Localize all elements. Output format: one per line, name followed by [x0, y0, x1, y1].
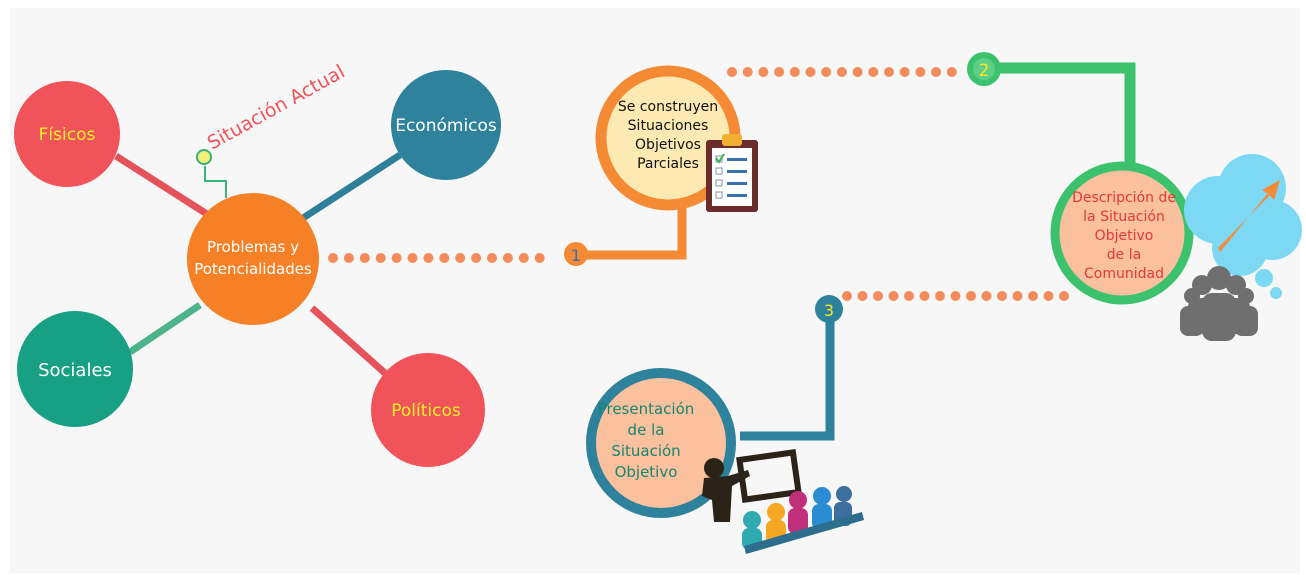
step2-number: 2 [979, 61, 990, 81]
path-dot [935, 291, 945, 301]
path-dot [842, 291, 852, 301]
path-dot [789, 67, 800, 77]
connector-economicos [298, 152, 402, 223]
node-sociales [17, 311, 133, 427]
path-dot [343, 253, 354, 263]
path-dot [868, 67, 879, 77]
path-dot [888, 291, 899, 301]
step2-connector [986, 62, 1136, 190]
title-tag-text: Situación Actual [204, 61, 349, 155]
path-dot [997, 291, 1007, 301]
dotted-path-step1-to-step2 [727, 67, 957, 77]
path-dot [836, 67, 847, 77]
path-dot [391, 253, 402, 263]
step1-connector [578, 205, 687, 260]
path-dot [946, 67, 957, 77]
path-dot [742, 67, 753, 77]
path-dot [931, 67, 942, 77]
path-dot [407, 253, 418, 263]
path-dot [518, 253, 529, 263]
path-dot [328, 253, 338, 263]
path-dot [534, 253, 545, 263]
checklist-clipboard-icon [706, 134, 758, 212]
path-dot [727, 67, 737, 77]
path-dot [487, 253, 497, 263]
title-tag-connector [204, 166, 227, 198]
connector-sociales [128, 302, 202, 355]
path-dot [423, 253, 434, 263]
node-economicos [391, 70, 501, 180]
path-dot [758, 67, 769, 77]
step2-marker-inner [973, 58, 995, 80]
path-dot [471, 253, 482, 263]
path-dot [884, 67, 894, 77]
path-dot [919, 291, 930, 301]
node-economicos-label: Económicos [395, 116, 497, 136]
step1-number: 1 [571, 246, 581, 265]
path-dot [359, 253, 370, 263]
step3-marker [815, 295, 843, 323]
step2-node [1050, 161, 1194, 305]
people-group-icon [1180, 266, 1258, 341]
path-dot [1043, 291, 1054, 301]
path-dot [774, 67, 785, 77]
path-dot [981, 291, 992, 301]
dotted-path-step3-to-descripcion [842, 291, 1069, 301]
path-dot [821, 67, 832, 77]
node-sociales-label: Sociales [38, 360, 112, 381]
node-fisicos-label: Físicos [39, 125, 96, 145]
path-dot [904, 291, 914, 301]
step3-connector [740, 320, 835, 441]
step3-number: 3 [824, 301, 834, 320]
node-fisicos [14, 81, 120, 187]
idea-cloud-icon [1184, 154, 1302, 299]
path-dot [1012, 291, 1023, 301]
connector-fisicos [114, 153, 212, 219]
path-dot [502, 253, 513, 263]
path-dot [950, 291, 961, 301]
path-dot [915, 67, 926, 77]
node-politicos-label: Políticos [391, 401, 461, 421]
path-dot [873, 291, 883, 301]
path-dot [805, 67, 816, 77]
step1-marker [564, 242, 588, 266]
path-dot [1028, 291, 1038, 301]
path-dot [966, 291, 976, 301]
path-dot [857, 291, 868, 301]
dotted-path-hub-to-step1 [328, 253, 545, 263]
title-tag-dot [196, 149, 212, 165]
connector-politicos [309, 305, 398, 385]
path-dot [455, 253, 466, 263]
path-dot [375, 253, 386, 263]
diagram-canvas: Situación Actual Físicos Económicos Soci… [10, 8, 1302, 573]
path-dot [1059, 291, 1069, 301]
step3-node [586, 368, 736, 518]
path-dot [852, 67, 863, 77]
node-hub [187, 193, 319, 325]
node-politicos [371, 353, 485, 467]
path-dot [439, 253, 450, 263]
presenter-audience-icon [702, 449, 864, 554]
path-dot [899, 67, 910, 77]
